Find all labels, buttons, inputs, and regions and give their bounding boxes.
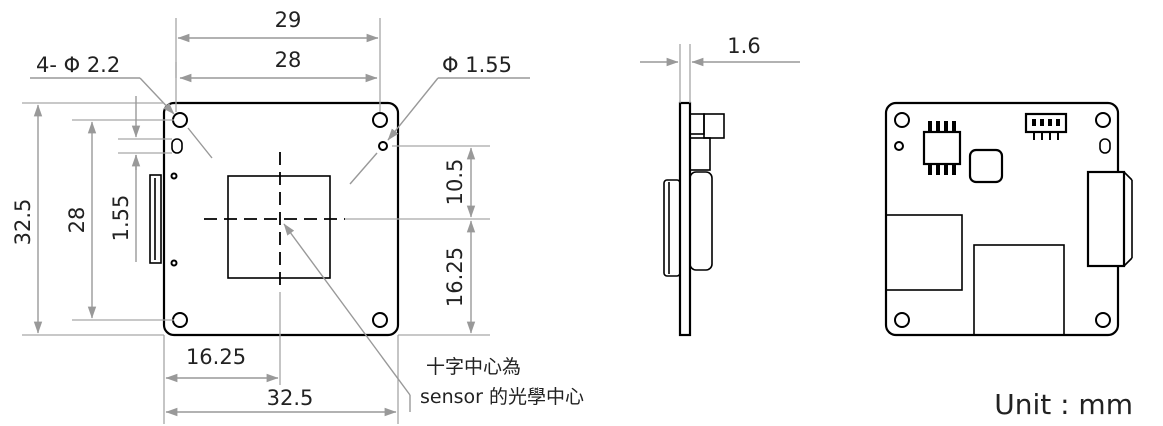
back-top-connector-pins — [1032, 119, 1060, 140]
mounting-hole-top-left — [172, 112, 188, 128]
tiny-hole-left-bottom — [170, 259, 178, 267]
dim-29: 29 — [275, 8, 302, 32]
back-oval-slot — [1099, 138, 1111, 154]
tiny-hole-left-top — [170, 172, 178, 180]
dim-hole-four: 4- Φ 2.2 — [36, 53, 120, 77]
back-hole-top-left — [894, 112, 910, 128]
side-view: 1.6 — [640, 34, 800, 337]
back-ic-pins — [928, 121, 956, 175]
dim-1-55-vertical: 1.55 — [109, 195, 133, 242]
side-top-component — [689, 113, 705, 135]
back-top-connector — [1024, 112, 1068, 134]
side-small-component — [689, 137, 711, 171]
oval-slot-left — [171, 138, 183, 154]
side-body — [689, 171, 713, 271]
dim-32-5-vertical: 32.5 — [11, 199, 35, 246]
dim-10-5: 10.5 — [443, 159, 467, 206]
back-board-outline — [884, 101, 1120, 337]
back-hole-bottom-right — [1095, 312, 1111, 328]
mounting-hole-top-right — [372, 112, 388, 128]
side-connector-top — [703, 113, 725, 139]
dim-16-25-right: 16.25 — [443, 247, 467, 307]
dim-16-25-bottom: 16.25 — [186, 345, 246, 369]
back-chip-left — [885, 214, 963, 291]
front-left-connector — [149, 174, 162, 264]
dim-1-6: 1.6 — [727, 34, 760, 58]
note-line-1: 十字中心為 — [426, 356, 521, 378]
small-hole — [378, 141, 388, 151]
front-view: 29 28 4- Φ 2.2 Φ 1.55 32.5 28 1.55 — [11, 8, 584, 424]
back-right-connector — [1086, 170, 1126, 268]
back-inductor — [968, 148, 1004, 184]
dim-28-vertical: 28 — [65, 207, 89, 234]
mounting-hole-bottom-left — [172, 312, 188, 328]
sensor-area — [227, 175, 331, 279]
dim-28-top: 28 — [275, 48, 302, 72]
back-view — [884, 101, 1133, 337]
side-lens — [663, 179, 681, 277]
mounting-hole-bottom-right — [372, 312, 388, 328]
back-chip-bottom — [973, 244, 1065, 336]
back-hole-top-right — [1095, 112, 1111, 128]
dim-32-5-bottom: 32.5 — [267, 386, 314, 410]
back-ic-chip — [922, 130, 962, 166]
note-line-2: sensor 的光學中心 — [420, 386, 584, 408]
unit-label: Unit : mm — [994, 388, 1133, 421]
dim-hole-small: Φ 1.55 — [442, 53, 512, 77]
side-board — [678, 101, 692, 337]
back-hole-bottom-left — [894, 312, 910, 328]
back-small-hole — [894, 141, 904, 151]
